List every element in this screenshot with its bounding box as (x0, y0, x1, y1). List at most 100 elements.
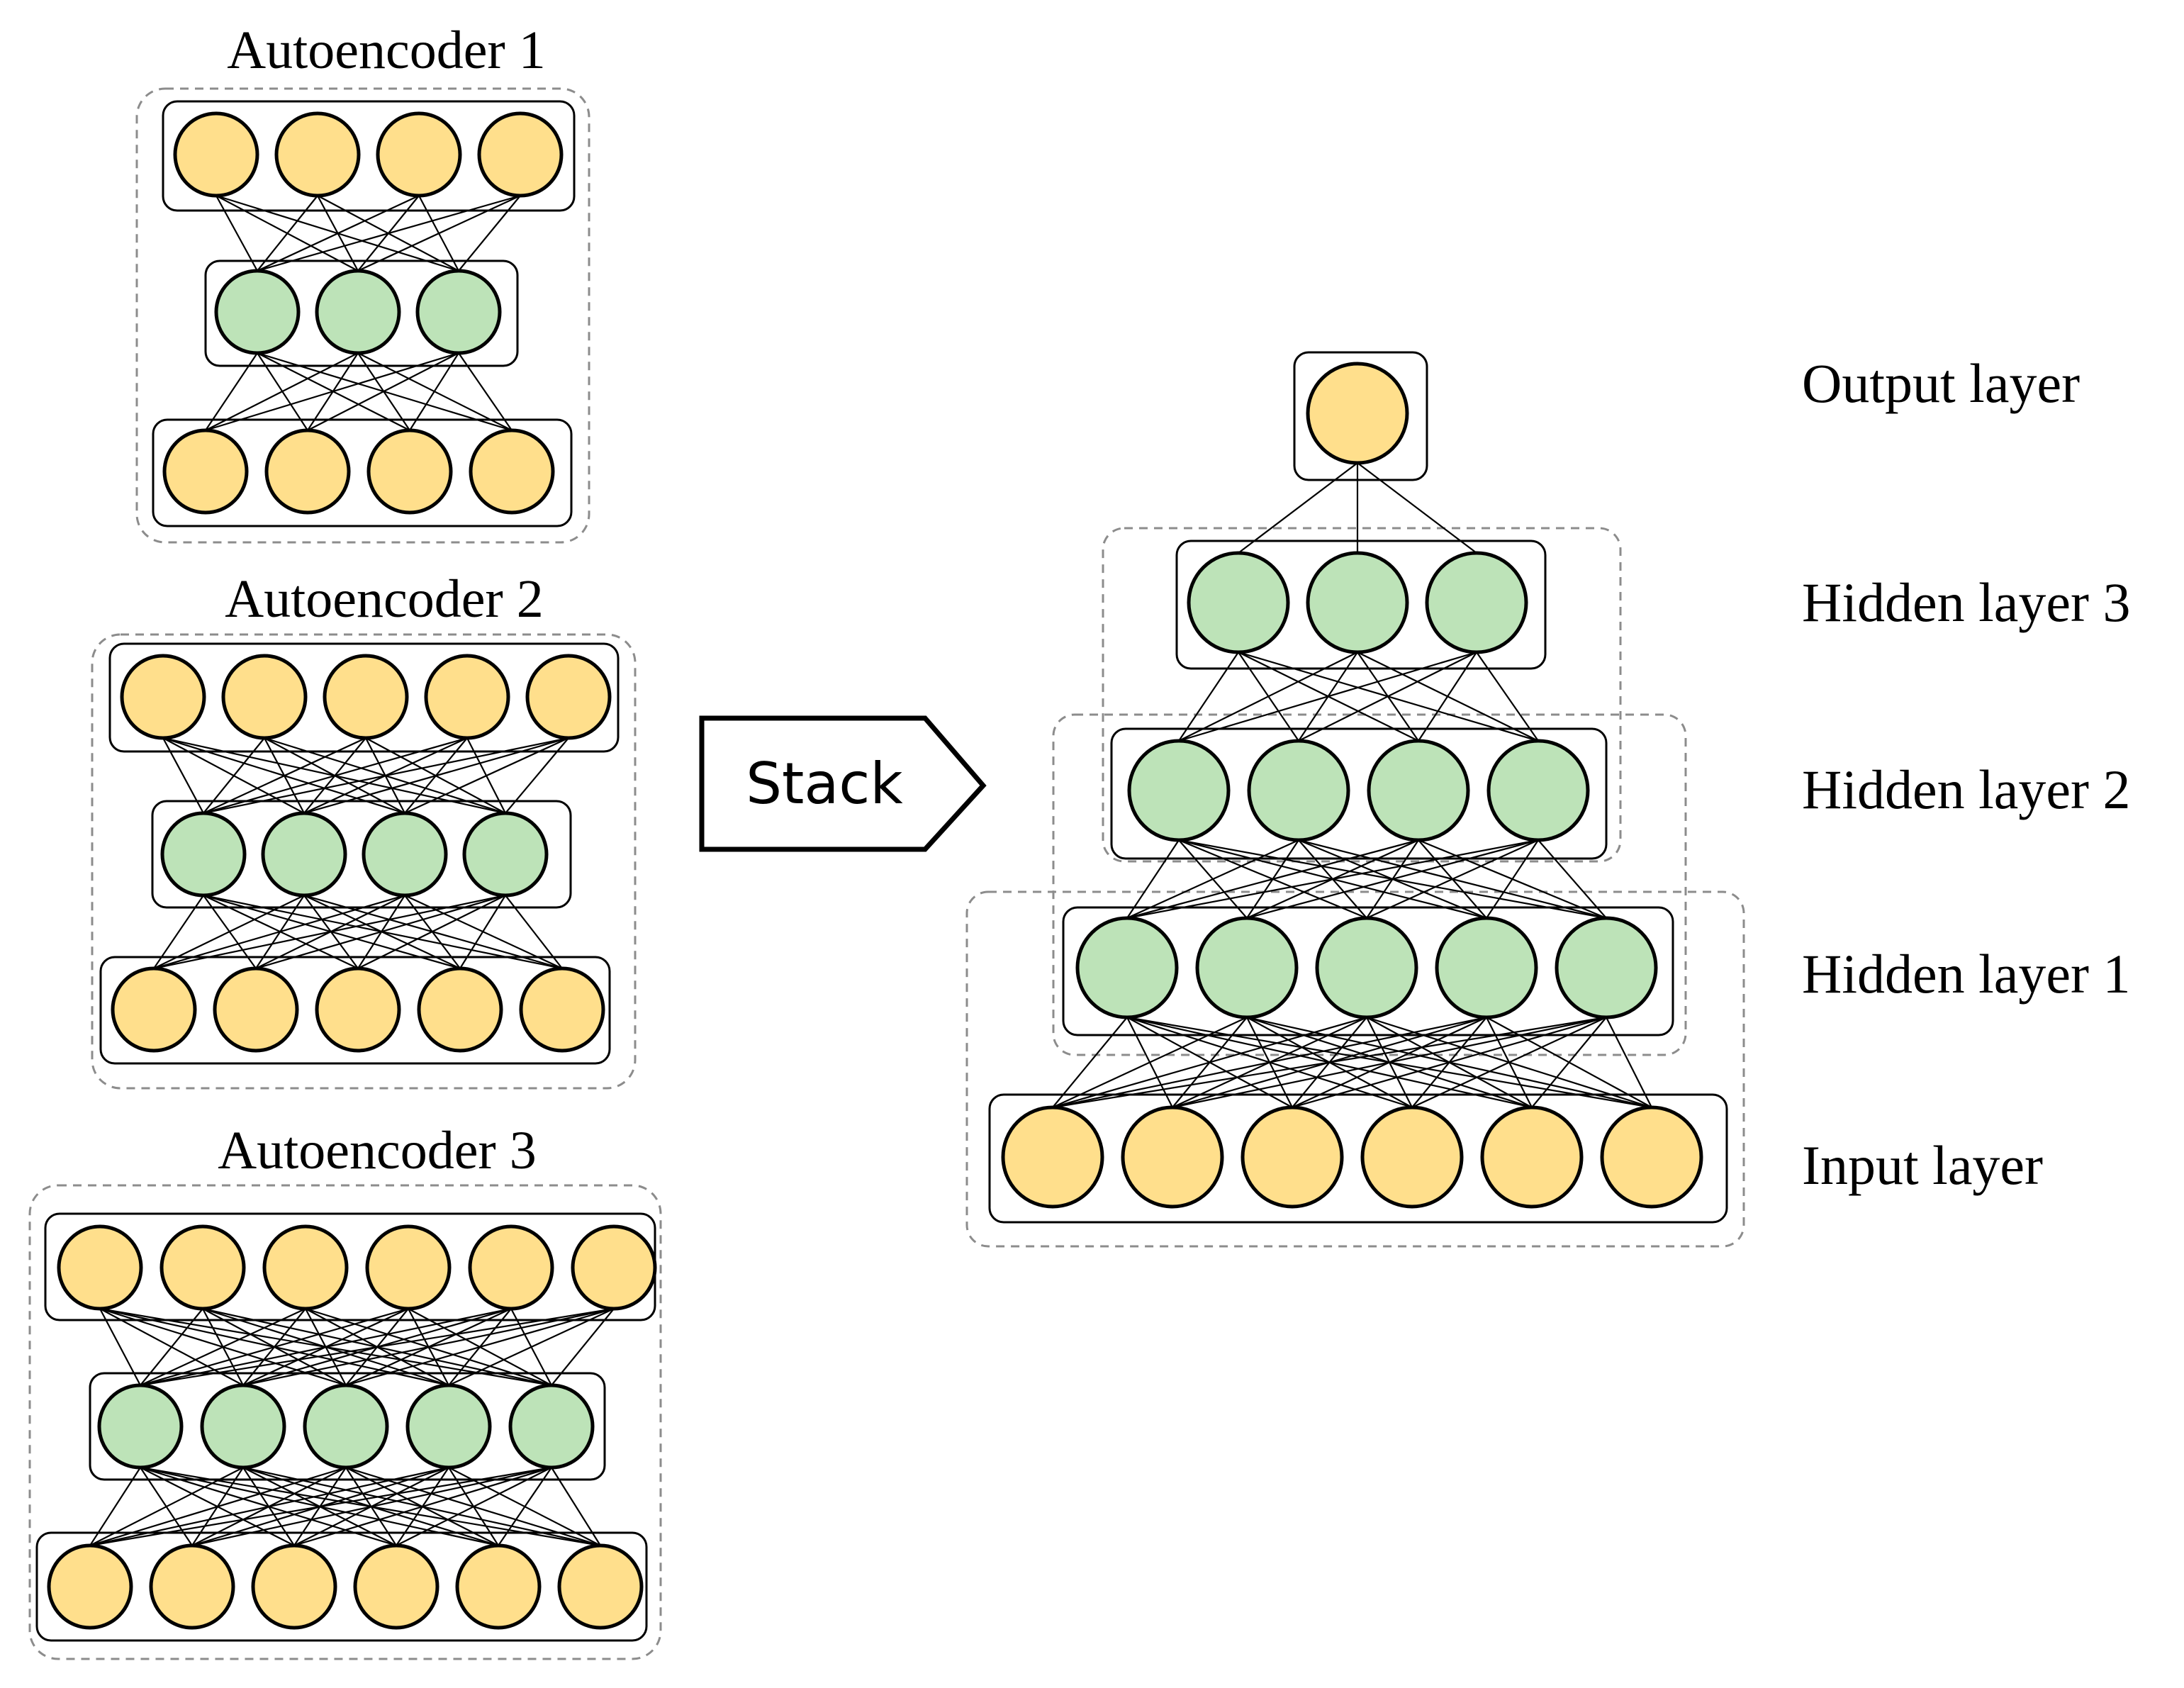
stacked-edge (1052, 1016, 1487, 1109)
autoencoder-2-layer-2-node-2 (261, 811, 347, 898)
stack-arrow: Stack (699, 715, 987, 852)
stacked-edge (1172, 1016, 1607, 1109)
stacked-edge (1178, 652, 1358, 742)
autoencoder-3-layer-3-node-5 (455, 1543, 542, 1630)
autoencoder-2-title: Autoencoder 2 (225, 569, 544, 629)
stacked-edge (1178, 652, 1239, 742)
autoencoder-3-nodes (47, 1224, 657, 1630)
autoencoder-1-edge (458, 195, 521, 272)
autoencoder-2-layer-1-node-2 (221, 654, 308, 740)
autoencoder-3-layer-1-node-5 (468, 1224, 554, 1311)
autoencoder-3-layer-2-node-3 (303, 1383, 389, 1470)
autoencoder-2-layer-2-node-4 (462, 811, 549, 898)
autoencoder-2-layer-2-node-1 (160, 811, 247, 898)
autoencoder-3-layer-3-node-2 (149, 1543, 235, 1630)
stacked-edge (1606, 1017, 1652, 1108)
stacked-layer-5-node-3 (1241, 1105, 1344, 1209)
autoencoder-2-layer-1-node-5 (525, 654, 612, 740)
autoencoder-3-layer-2-node-4 (405, 1383, 492, 1470)
stacked-edge (1052, 1016, 1367, 1109)
autoencoder-1-layer-3-node-2 (264, 428, 351, 515)
autoencoder-2-layer-1-box (108, 642, 620, 753)
autoencoder-1-layer-1-node-4 (477, 111, 564, 198)
hidden-layer-2-label: Hidden layer 2 (1802, 759, 2131, 820)
autoencoder-3-layer-1-node-6 (571, 1224, 657, 1311)
autoencoder-1-layer-2-box (204, 259, 519, 367)
autoencoder-1-layer-1-node-1 (173, 111, 259, 198)
stacked-edge (1052, 1017, 1248, 1108)
autoencoder-2-layer-3-node-5 (519, 966, 605, 1053)
stacked-edge (1052, 1017, 1128, 1108)
stacked-edge (1538, 839, 1607, 919)
autoencoder-1-dashed-border (135, 87, 590, 544)
stacked-edge (1476, 652, 1539, 742)
autoencoder-3-layer-3-node-4 (353, 1543, 439, 1630)
autoencoder-1-edge (257, 195, 318, 272)
autoencoder-2-nodes (111, 654, 612, 1053)
stacked-edge (1418, 652, 1477, 742)
autoencoder-2-layer-3-node-4 (417, 966, 503, 1053)
stacked-layer-5-box (988, 1093, 1728, 1224)
autoencoder-3-layer-2-node-2 (200, 1383, 286, 1470)
stacked-layer-1-node-1 (1306, 362, 1409, 465)
autoencoder-1-layer-2-node-3 (415, 269, 502, 355)
stacked-layer-2-node-3 (1425, 551, 1528, 654)
stacked-connections (1052, 462, 1652, 1109)
autoencoder-1-edge (357, 195, 521, 272)
autoencoder-3-title: Autoencoder 3 (218, 1121, 537, 1180)
autoencoder-3-layer-2-node-1 (97, 1383, 184, 1470)
autoencoder-1-layer-2-node-2 (315, 269, 401, 355)
stacked-layer-4-node-5 (1555, 916, 1658, 1019)
autoencoder-1-layer-1-box (162, 100, 576, 212)
stacked-layer-4-node-3 (1315, 916, 1418, 1019)
stacked-network (965, 351, 1745, 1248)
autoencoder-3-layer-3-node-1 (47, 1543, 133, 1630)
autoencoder-3-layer-3-box (35, 1531, 648, 1642)
autoencoder-3-layer-2-node-5 (508, 1383, 595, 1470)
autoencoder-3-dashed-border (28, 1184, 662, 1660)
hidden-layer-3-label: Hidden layer 3 (1802, 571, 2131, 633)
stacked-edge (1531, 1017, 1607, 1108)
stacked-layer-4-node-4 (1435, 916, 1538, 1019)
stack-arrow-label: Stack (746, 751, 903, 817)
autoencoder-3-layer-3-node-6 (557, 1543, 644, 1630)
autoencoder-1-edge (257, 194, 521, 272)
stacked-layer-4-node-2 (1195, 916, 1299, 1019)
stacked-layer-3-box (1110, 727, 1608, 860)
stacked-edge (1292, 1016, 1607, 1109)
stacked-layer-2-node-1 (1187, 551, 1290, 654)
stacked-edge (1366, 839, 1539, 920)
stacked-layer-3-node-4 (1486, 739, 1590, 842)
stacked-edge (1411, 1017, 1607, 1108)
stacked-dashed-groups (965, 527, 1745, 1248)
autoencoder-2-layer-3-box (99, 956, 611, 1065)
stacked-layer-4-node-1 (1075, 916, 1179, 1019)
stacked-edge (1357, 462, 1477, 554)
autoencoder-1-layer-3-node-3 (366, 428, 453, 515)
autoencoder-1-layer-boxes (152, 100, 576, 527)
autoencoder-3-layer-1-node-4 (365, 1224, 452, 1311)
autoencoder-3-layer-1-node-1 (57, 1224, 143, 1311)
stacked-edge (1178, 651, 1477, 742)
autoencoder-1 (135, 87, 590, 544)
autoencoder-1-edge (215, 195, 258, 272)
autoencoder-2-layer-3-node-3 (315, 966, 401, 1053)
stacked-layer-1-box (1293, 351, 1428, 481)
autoencoder-3 (28, 1184, 662, 1660)
autoencoder-3-layer-1-node-2 (159, 1224, 246, 1311)
autoencoder-2-layer-2-node-3 (362, 811, 448, 898)
stacked-layer-5-node-1 (1001, 1105, 1104, 1209)
stacked-layer-3-node-1 (1127, 739, 1231, 842)
stacked-layer-3-node-3 (1367, 739, 1470, 842)
autoencoder-1-edge (257, 195, 420, 272)
stacked-layer-5-node-5 (1480, 1105, 1584, 1209)
hidden-layer-1-label: Hidden layer 1 (1802, 943, 2131, 1005)
stacked-edge (1486, 839, 1539, 919)
stacked-edge (1246, 839, 1539, 920)
stacked-edge (1052, 1016, 1607, 1109)
stacked-edge (1126, 839, 1180, 919)
autoencoder-1-layer-3-box (152, 418, 573, 527)
stacked-layer-2-box (1175, 540, 1547, 670)
stacked-edge (1238, 462, 1358, 554)
